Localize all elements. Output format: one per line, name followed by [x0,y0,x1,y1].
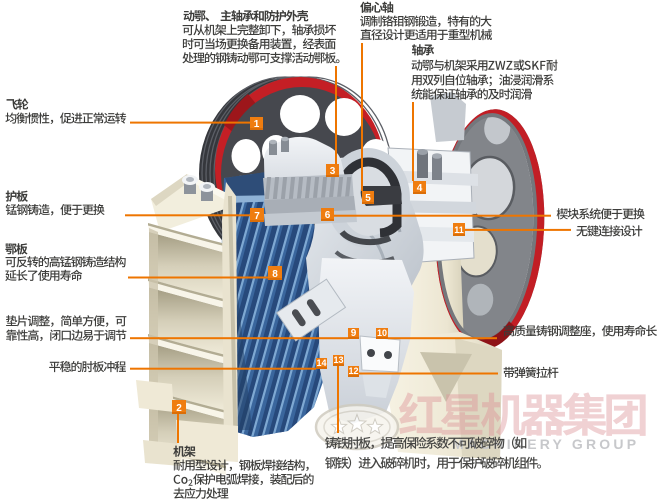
svg-text:6: 6 [325,210,331,221]
svg-text:9: 9 [351,328,357,339]
svg-text:12: 12 [348,366,358,376]
svg-text:2: 2 [176,403,182,414]
svg-text:4: 4 [417,183,423,194]
svg-text:13: 13 [333,355,343,365]
svg-text:14: 14 [316,358,326,368]
svg-text:1: 1 [254,119,260,130]
svg-text:10: 10 [377,328,387,338]
svg-text:7: 7 [254,211,260,222]
svg-text:3: 3 [330,166,336,177]
svg-text:8: 8 [272,269,278,280]
svg-text:5: 5 [365,193,371,204]
svg-text:11: 11 [454,225,464,235]
